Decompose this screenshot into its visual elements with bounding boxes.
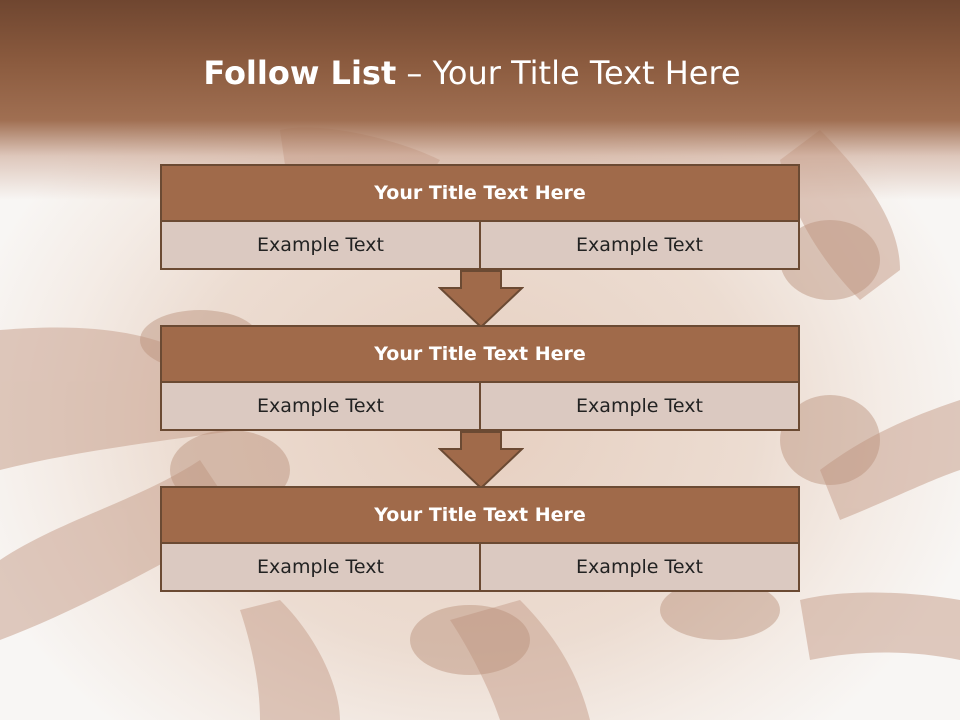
- list-box-3: Your Title Text Here Example Text Exampl…: [160, 486, 800, 592]
- slide-title: Follow List – Your Title Text Here: [0, 54, 944, 92]
- down-arrow-icon: [438, 270, 524, 328]
- box-cell-right: Example Text: [479, 222, 798, 268]
- list-box-1: Your Title Text Here Example Text Exampl…: [160, 164, 800, 270]
- down-arrow-icon: [438, 431, 524, 489]
- box-title: Your Title Text Here: [162, 166, 798, 222]
- box-cell-left: Example Text: [162, 222, 479, 268]
- box-title: Your Title Text Here: [162, 488, 798, 544]
- box-cell-left: Example Text: [162, 383, 479, 429]
- box-title: Your Title Text Here: [162, 327, 798, 383]
- list-box-2: Your Title Text Here Example Text Exampl…: [160, 325, 800, 431]
- box-row: Example Text Example Text: [162, 383, 798, 429]
- box-row: Example Text Example Text: [162, 544, 798, 590]
- slide-title-rest: – Your Title Text Here: [406, 54, 741, 92]
- box-cell-right: Example Text: [479, 544, 798, 590]
- box-row: Example Text Example Text: [162, 222, 798, 268]
- slide-title-bold: Follow List: [203, 54, 397, 92]
- box-cell-right: Example Text: [479, 383, 798, 429]
- box-cell-left: Example Text: [162, 544, 479, 590]
